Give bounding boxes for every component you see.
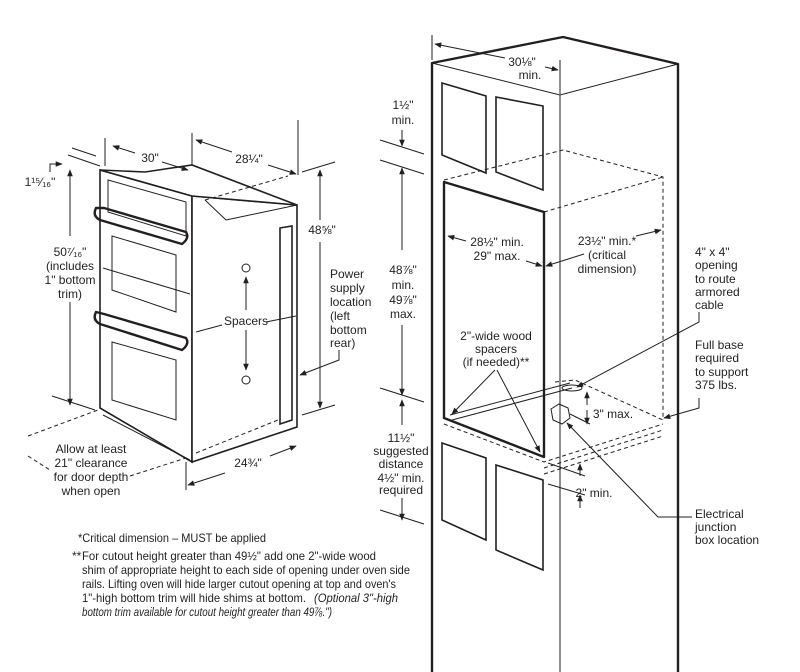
junction-box-label: box location xyxy=(695,533,759,547)
cutout-height-label: min. xyxy=(392,278,415,292)
clearance-label: when open xyxy=(61,484,121,498)
oven-dimension-lines xyxy=(27,120,340,490)
full-base-label: 375 lbs. xyxy=(695,378,737,392)
top-gap-label: min. xyxy=(392,113,415,127)
cabinet-door xyxy=(441,81,487,175)
opening-label: opening xyxy=(695,258,738,272)
lower-spacer-icon xyxy=(241,375,251,385)
cutout-height-label: 49⅞" xyxy=(389,293,417,307)
cabinet-door xyxy=(495,463,544,572)
wood-spacers-label: 2"-wide wood xyxy=(460,329,532,343)
side-height-label: 48⅝" xyxy=(308,223,336,237)
bottom-depth-label: 24¾" xyxy=(234,456,262,470)
oven-width-label: 30" xyxy=(141,151,159,165)
full-base-label: Full base xyxy=(695,338,744,352)
shim-footnote-line: For cutout height greater than 49½" add … xyxy=(82,549,376,563)
cabinet-width-label: 30⅛" xyxy=(508,55,536,69)
oven-labels: 30" 28¼" 1¹⁵⁄₁₆" 50⁷⁄₁₆" (includes 1" bo… xyxy=(25,151,372,498)
shim-footnote-line: shim of appropriate height to each side … xyxy=(82,563,410,577)
optional-trim-note: bottom trim available for cutout height … xyxy=(82,605,332,619)
junction-box-icon xyxy=(550,403,571,425)
critical-footnote: *Critical dimension – MUST be applied xyxy=(78,531,266,545)
clearance-label: Allow at least xyxy=(56,442,127,456)
full-base-label: required xyxy=(695,351,739,365)
bottom-distance-label: 4½" min. xyxy=(378,471,425,485)
cutout-depth-label: dimension) xyxy=(578,262,637,276)
oven-depth-label: 28¼" xyxy=(235,152,263,166)
bottom-distance-label: distance xyxy=(379,457,424,471)
oven-height-note: 1" bottom xyxy=(45,273,96,287)
cabinet-width-label: min. xyxy=(519,68,542,82)
cabinet-outline xyxy=(430,35,680,672)
footnotes: *Critical dimension – MUST be applied **… xyxy=(72,531,410,619)
cabinet-labels: 30⅛" min. 1½" min. 48⅞" min. 49⅞" max. 2… xyxy=(373,55,759,547)
power-supply-label: location xyxy=(330,295,371,309)
optional-trim-note: (Optional 3"-high xyxy=(314,591,398,605)
box-height-label: 3" max. xyxy=(593,407,633,421)
junction-box-label: junction xyxy=(694,520,736,534)
cutout-width-label: 28½" min. xyxy=(470,235,524,249)
upper-door-handle xyxy=(93,206,189,246)
power-supply-label: rear) xyxy=(330,336,355,350)
oven-height-note: trim) xyxy=(58,287,82,301)
box-gap-label: 2" min. xyxy=(576,486,613,500)
power-supply-label: Power xyxy=(330,267,364,281)
opening-label: cable xyxy=(695,298,724,312)
oven-height-label: 50⁷⁄₁₆" xyxy=(54,245,87,259)
side-trim xyxy=(279,225,293,426)
shim-footnote-line: 1"-high bottom trim will hide shims at b… xyxy=(82,591,306,605)
cabinet-door xyxy=(441,441,487,542)
bottom-distance-label: 11½" xyxy=(388,431,415,445)
top-gap-label: 1½" xyxy=(393,98,414,112)
cutout-depth-label: 23½" min.* xyxy=(578,234,637,248)
wall-oven-drawing xyxy=(93,164,298,464)
junction-box-label: Electrical xyxy=(695,507,744,521)
cabinet-dimension-lines xyxy=(379,35,700,525)
bottom-distance-label: required xyxy=(379,483,423,497)
clearance-label: for door depth xyxy=(54,470,129,484)
shim-footnote-line: rails. Lifting oven will hide larger cut… xyxy=(82,577,396,591)
cutout-height-label: 48⅞" xyxy=(389,263,417,277)
clearance-label: 21" clearance xyxy=(55,456,128,470)
cabinet-drawing xyxy=(430,35,680,672)
power-supply-label: bottom xyxy=(330,323,367,337)
opening-label: to route xyxy=(695,272,736,286)
bottom-distance-label: suggested xyxy=(373,444,428,458)
spacers-label: Spacers xyxy=(224,314,268,328)
cabinet-door xyxy=(495,96,544,192)
upper-spacer-icon xyxy=(241,263,251,273)
oven-height-note: (includes xyxy=(46,259,94,273)
full-base-label: to support xyxy=(695,365,749,379)
footnote-marker: ** xyxy=(72,549,82,563)
opening-label: armored xyxy=(695,285,740,299)
lower-door-handle xyxy=(93,310,189,352)
trim-offset-label: 1¹⁵⁄₁₆" xyxy=(25,175,56,189)
power-supply-label: supply xyxy=(330,281,365,295)
cutout-depth-label: (critical xyxy=(588,248,626,262)
oven-cutout xyxy=(442,180,546,459)
wood-spacers-label: (if needed)** xyxy=(463,355,530,369)
opening-label: 4" x 4" xyxy=(695,245,730,259)
oven-top xyxy=(99,164,298,206)
power-supply-label: (left xyxy=(330,309,351,323)
cable-opening-icon xyxy=(561,384,583,392)
wood-spacers-label: spacers xyxy=(475,342,517,356)
cutout-width-label: 29" max. xyxy=(474,249,521,263)
cutout-height-label: max. xyxy=(390,307,416,321)
